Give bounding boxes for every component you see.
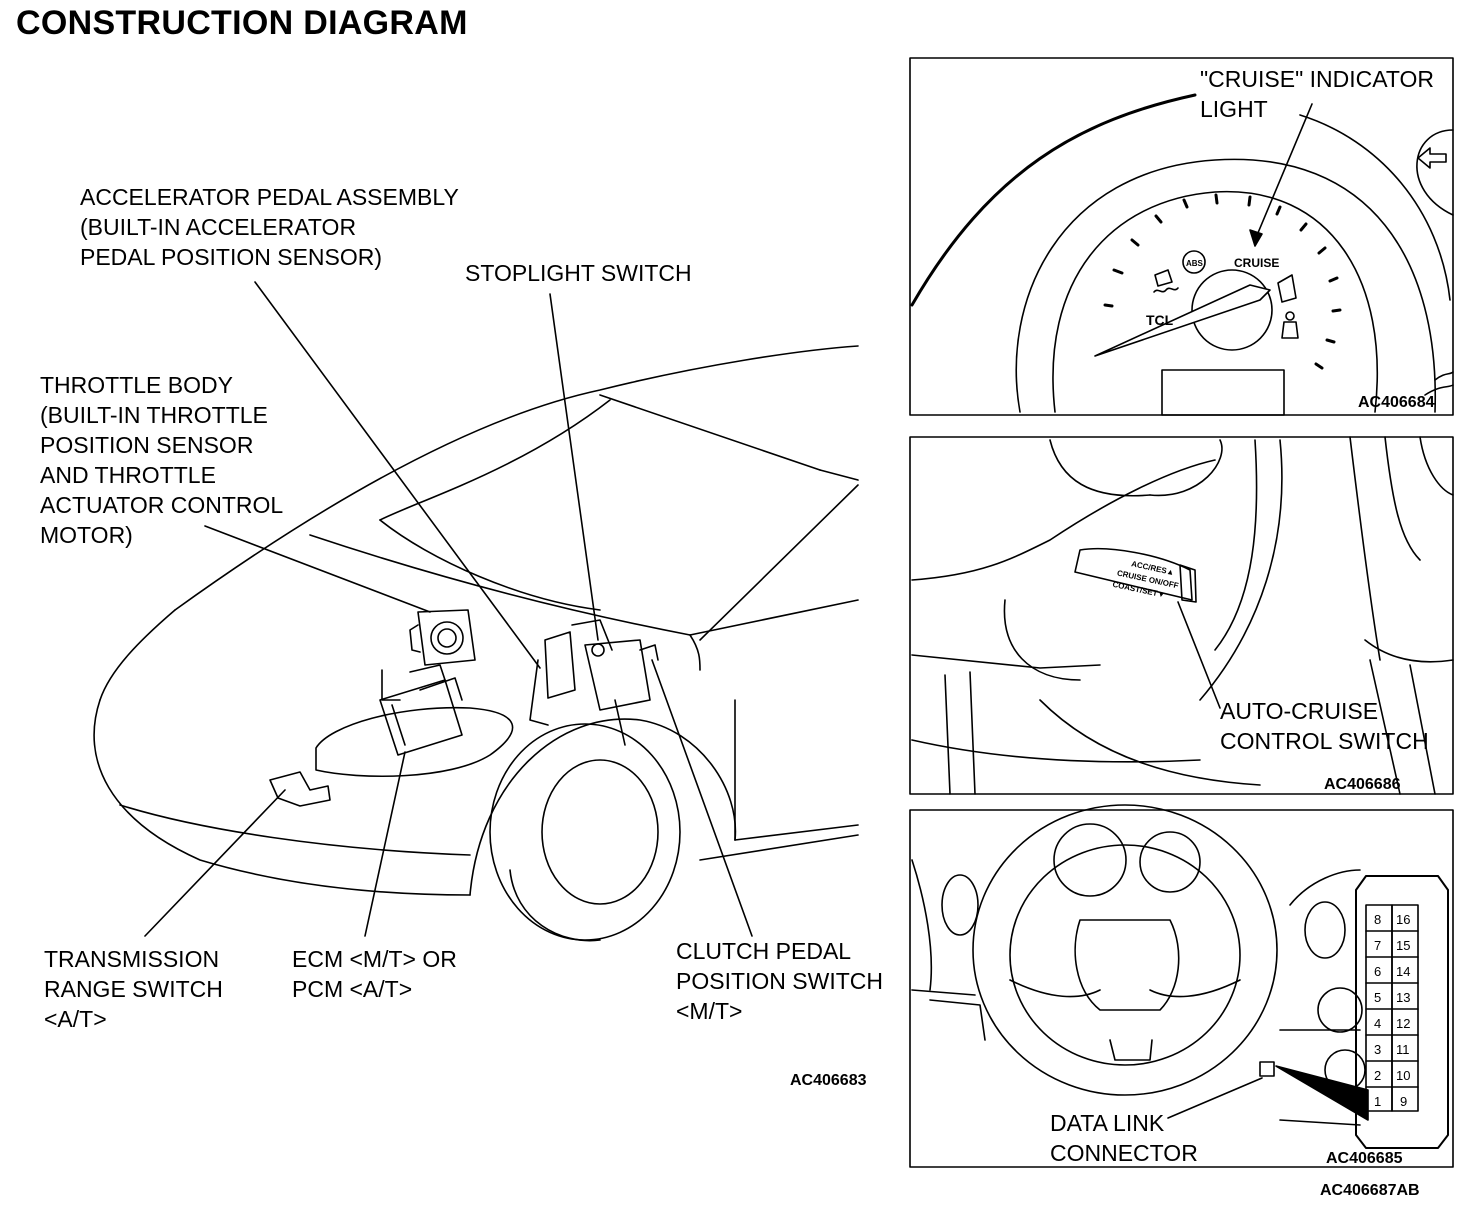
panel1-code: AC406684 — [1358, 394, 1435, 411]
pin-number: 5 — [1374, 990, 1381, 1005]
pin-number: 10 — [1396, 1068, 1410, 1083]
pin-number: 6 — [1374, 964, 1381, 979]
clutch-pedal-switch-label: CLUTCH PEDAL POSITION SWITCH <M/T> — [676, 938, 883, 1024]
transmission-range-switch-label: TRANSMISSION RANGE SWITCH <A/T> — [44, 946, 223, 1032]
data-link-connector-label: DATA LINK CONNECTOR — [1050, 1108, 1198, 1168]
pin-number: 4 — [1374, 1016, 1381, 1031]
cruise-lamp-text: CRUISE — [1234, 256, 1279, 270]
panel2-code: AC406686 — [1324, 776, 1401, 794]
pin-number: 7 — [1374, 938, 1381, 953]
pedal-assembly-part — [529, 619, 659, 746]
pin-number: 9 — [1400, 1094, 1407, 1109]
ecm-pcm-label: ECM <M/T> OR PCM <A/T> — [292, 946, 457, 1002]
pin-number: 2 — [1374, 1068, 1381, 1083]
pin-number: 15 — [1396, 938, 1410, 953]
gauge-text: ABS CRUISE TCL — [1146, 256, 1279, 328]
panel3-code: AC406685 — [1326, 1150, 1403, 1168]
pin-number: 1 — [1374, 1094, 1381, 1109]
pin-number: 16 — [1396, 912, 1410, 927]
throttle-body-label: THROTTLE BODY (BUILT-IN THROTTLE POSITIO… — [40, 372, 284, 548]
ecm-part — [379, 664, 463, 756]
cruise-indicator-label: "CRUISE" INDICATOR LIGHT — [1198, 64, 1436, 124]
cruise-indicator-panel — [909, 57, 1454, 416]
auto-cruise-panel — [909, 436, 1454, 795]
pin-number: 13 — [1396, 990, 1410, 1005]
pin-number: 11 — [1396, 1042, 1410, 1057]
main-figure-code: AC406683 — [790, 1072, 867, 1089]
pin-number: 12 — [1396, 1016, 1410, 1031]
page-title: CONSTRUCTION DIAGRAM — [16, 4, 468, 42]
car-outline — [93, 345, 859, 942]
auto-cruise-switch-label: AUTO-CRUISE CONTROL SWITCH — [1220, 696, 1429, 756]
leader-lines — [144, 281, 753, 937]
stoplight-switch-label: STOPLIGHT SWITCH — [465, 260, 692, 286]
pin-number: 3 — [1374, 1042, 1381, 1057]
pin-number: 8 — [1374, 912, 1381, 927]
abs-lamp-text: ABS — [1186, 259, 1204, 268]
switch-text: ACC/RES▲ CRUISE ON/OFF COAST/SET▼ — [1112, 559, 1180, 600]
overall-figure-code: AC406687AB — [1320, 1182, 1420, 1199]
transmission-switch-part — [269, 771, 331, 807]
pin-number: 14 — [1396, 964, 1410, 979]
connector-pin-numbers: 8 7 6 5 4 3 2 1 16 15 14 13 12 11 10 9 — [1374, 912, 1410, 1109]
data-link-panel — [909, 804, 1454, 1168]
throttle-body-part — [409, 609, 476, 666]
tcl-lamp-text: TCL — [1146, 312, 1174, 328]
accelerator-pedal-label: ACCELERATOR PEDAL ASSEMBLY (BUILT-IN ACC… — [80, 184, 459, 270]
